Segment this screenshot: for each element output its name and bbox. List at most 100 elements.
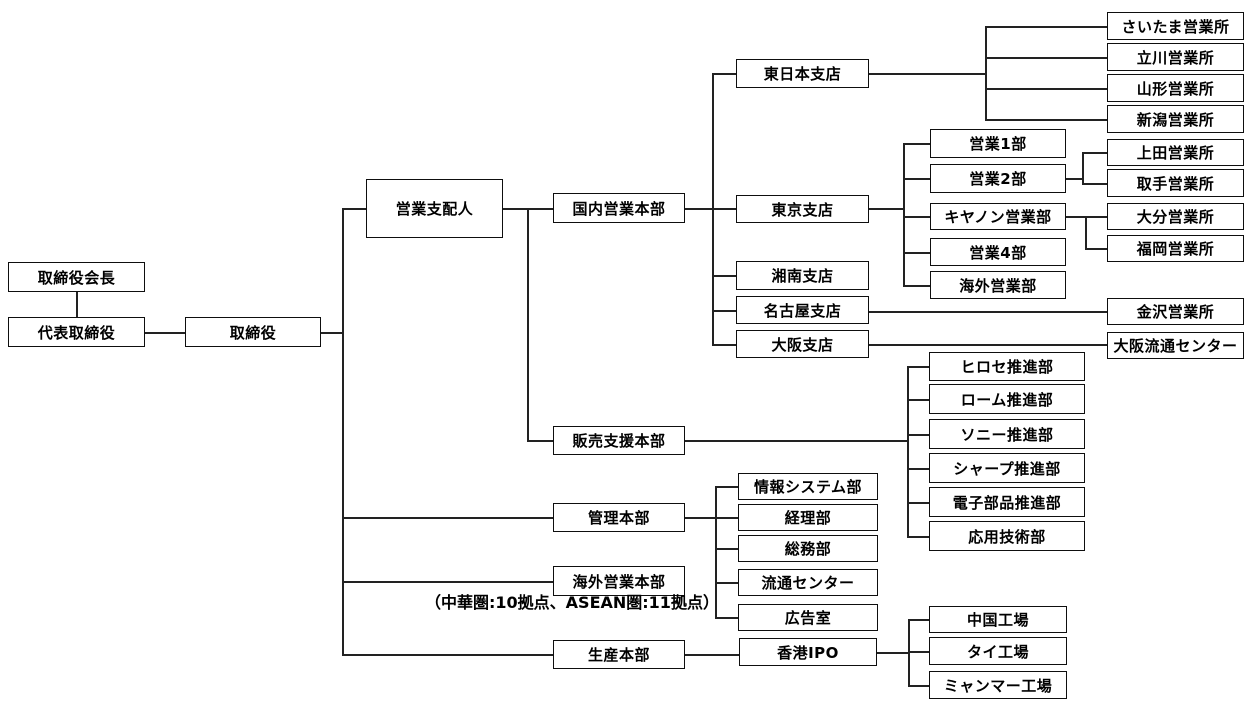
connector-line [715, 517, 738, 519]
connector-line [869, 344, 1107, 346]
connector-line [342, 581, 553, 583]
node-ueda-office: 上田営業所 [1107, 139, 1244, 166]
node-sharp-promotion-dept: シャープ推進部 [929, 453, 1085, 483]
node-overseas-sales-hq: 海外営業本部 [553, 566, 685, 596]
node-china-factory: 中国工場 [929, 606, 1067, 633]
node-toride-office: 取手営業所 [1107, 169, 1244, 197]
connector-line [712, 275, 736, 277]
connector-line [903, 143, 930, 145]
connector-line [342, 654, 553, 656]
connector-line [342, 517, 553, 519]
node-electronic-parts-promotion-dept: 電子部品推進部 [929, 487, 1085, 517]
connector-line [685, 654, 739, 656]
connector-line [907, 399, 929, 401]
connector-line [985, 57, 1107, 59]
connector-line [685, 208, 736, 210]
node-myanmar-factory: ミャンマー工場 [929, 671, 1067, 699]
node-kanazawa-office: 金沢営業所 [1107, 298, 1244, 325]
node-production-hq: 生産本部 [553, 640, 685, 669]
connector-line [1082, 183, 1107, 185]
connector-line [985, 119, 1107, 121]
connector-line [1066, 216, 1085, 218]
connector-line [715, 548, 738, 550]
connector-line [1082, 152, 1084, 183]
node-sales-manager: 営業支配人 [366, 179, 503, 238]
connector-line [1085, 216, 1107, 218]
node-niigata-office: 新潟営業所 [1107, 105, 1244, 133]
connector-line [527, 440, 553, 442]
connector-line [908, 685, 929, 687]
node-east-japan-branch: 東日本支店 [736, 59, 869, 88]
node-canon-sales-dept: キヤノン営業部 [930, 203, 1066, 230]
node-nagoya-branch: 名古屋支店 [736, 296, 869, 324]
connector-line [907, 366, 929, 368]
connector-line [869, 73, 985, 75]
node-osaka-distribution-center: 大阪流通センター [1107, 332, 1244, 359]
connector-line [903, 178, 930, 180]
node-domestic-sales-hq: 国内営業本部 [553, 193, 685, 223]
connector-line [903, 285, 930, 287]
node-advertising-office: 広告室 [738, 604, 878, 631]
connector-line [76, 292, 78, 317]
connector-line [1085, 248, 1107, 250]
node-oita-office: 大分営業所 [1107, 203, 1244, 230]
connector-line [712, 73, 714, 344]
connector-line [985, 26, 987, 119]
connector-line [907, 468, 929, 470]
connector-line [712, 310, 736, 312]
connector-line [685, 517, 715, 519]
node-applied-technology-dept: 応用技術部 [929, 521, 1085, 551]
node-fukuoka-office: 福岡営業所 [1107, 235, 1244, 262]
node-shonan-branch: 湘南支店 [736, 261, 869, 290]
connector-line [145, 332, 185, 334]
node-tokyo-branch: 東京支店 [736, 195, 869, 223]
node-info-systems-dept: 情報システム部 [738, 473, 878, 500]
connector-line [342, 208, 366, 210]
connector-line [527, 208, 529, 440]
node-chairman: 取締役会長 [8, 262, 145, 292]
connector-line [907, 434, 929, 436]
node-thailand-factory: タイ工場 [929, 637, 1067, 665]
connector-line [903, 216, 930, 218]
connector-line [715, 582, 738, 584]
node-sales-dept-2: 営業2部 [930, 164, 1066, 193]
connector-line [715, 486, 738, 488]
connector-line [869, 311, 1107, 313]
connector-line [1082, 152, 1107, 154]
connector-line [907, 366, 909, 536]
connector-line [907, 502, 929, 504]
node-distribution-center: 流通センター [738, 569, 878, 596]
connector-line [685, 440, 907, 442]
connector-line [715, 486, 717, 617]
connector-line [985, 88, 1107, 90]
node-sales-dept-4: 営業4部 [930, 238, 1066, 266]
node-hong-kong-ipo: 香港IPO [739, 638, 877, 666]
connector-line [907, 536, 929, 538]
connector-line [903, 143, 905, 285]
node-sony-promotion-dept: ソニー推進部 [929, 419, 1085, 449]
node-general-affairs-dept: 総務部 [738, 535, 878, 562]
connector-line [715, 617, 738, 619]
connector-line [869, 208, 903, 210]
node-rohm-promotion-dept: ローム推進部 [929, 384, 1085, 414]
node-admin-hq: 管理本部 [553, 503, 685, 532]
connector-line [1085, 216, 1087, 248]
node-sales-support-hq: 販売支援本部 [553, 426, 685, 455]
node-accounting-dept: 経理部 [738, 504, 878, 531]
node-representative-director: 代表取締役 [8, 317, 145, 347]
node-tachikawa-office: 立川営業所 [1107, 43, 1244, 71]
connector-line [985, 26, 1107, 28]
node-sales-dept-1: 営業1部 [930, 129, 1066, 158]
connector-line [712, 73, 736, 75]
node-hirose-promotion-dept: ヒロセ推進部 [929, 352, 1085, 381]
node-director: 取締役 [185, 317, 321, 347]
connector-line [877, 652, 908, 654]
connector-line [903, 252, 930, 254]
node-yamagata-office: 山形営業所 [1107, 74, 1244, 102]
connector-line [908, 651, 929, 653]
connector-line [1066, 178, 1082, 180]
node-saitama-office: さいたま営業所 [1107, 12, 1244, 40]
connector-line [908, 619, 929, 621]
connector-line [342, 208, 344, 654]
